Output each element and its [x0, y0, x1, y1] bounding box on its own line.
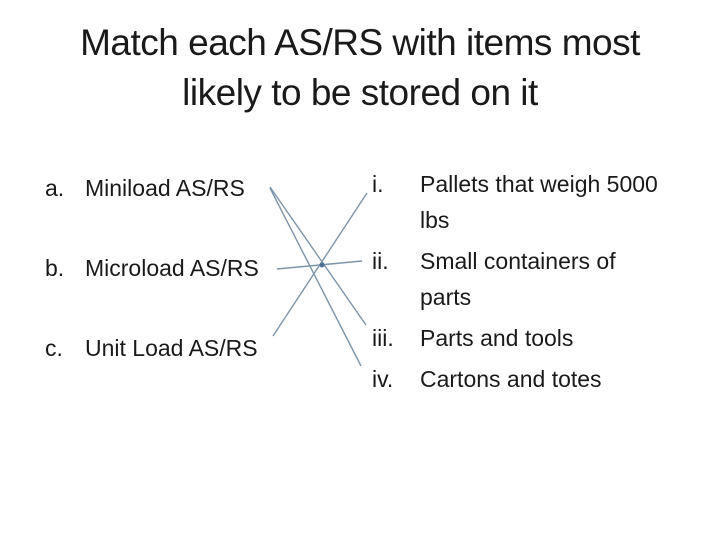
left-item-b: b. Microload AS/RS [45, 250, 259, 286]
right-item-iv: iv. Cartons and totes [372, 361, 672, 397]
item-label: Miniload AS/RS [85, 175, 245, 201]
left-column: a. Miniload AS/RS b. Microload AS/RS c. Unit … [45, 170, 259, 410]
slide-title-line1: Match each AS/RS with items most [80, 22, 640, 63]
right-item-ii: ii. Small containers of parts [372, 243, 672, 315]
item-marker: iv. [372, 366, 394, 392]
right-item-iii: iii. Parts and tools [372, 320, 672, 356]
item-label: Pallets that weigh 5000 lbs [420, 171, 658, 233]
connector-junction-dot [319, 262, 325, 268]
right-item-i: i. Pallets that weigh 5000 lbs [372, 166, 672, 238]
item-label: Cartons and totes [420, 366, 602, 392]
right-column: i. Pallets that weigh 5000 lbs ii. Small co… [372, 166, 672, 402]
item-label: Parts and tools [420, 325, 574, 351]
slide-title-line2: likely to be stored on it [182, 72, 538, 113]
item-label: Small containers of parts [420, 248, 616, 310]
item-marker: a. [45, 175, 65, 201]
item-marker: ii. [372, 248, 389, 274]
item-marker: b. [45, 255, 65, 281]
item-label: Microload AS/RS [85, 255, 259, 281]
left-item-c: c. Unit Load AS/RS [45, 330, 259, 366]
connector-a-to-iii [269, 186, 367, 326]
slide-title: Match each AS/RS with items most likely … [0, 18, 720, 118]
left-item-a: a. Miniload AS/RS [45, 170, 259, 206]
connector-a-to-iv [269, 187, 362, 367]
item-marker: i. [372, 171, 384, 197]
item-marker: iii. [372, 325, 394, 351]
item-label: Unit Load AS/RS [85, 335, 258, 361]
item-marker: c. [45, 335, 63, 361]
